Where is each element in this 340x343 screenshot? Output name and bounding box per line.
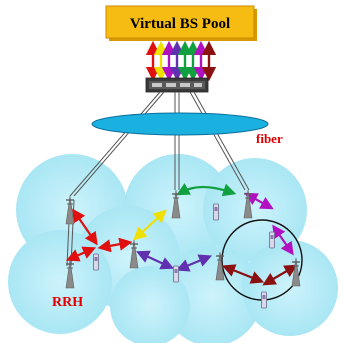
coverage-cell [8, 230, 112, 334]
phone-icon [173, 265, 179, 283]
phone-icon [269, 231, 275, 249]
phone-icon [213, 203, 219, 221]
fiber-label: fiber [256, 131, 283, 146]
phone-icon [93, 253, 99, 271]
server-unit [145, 77, 209, 93]
pool-label: Virtual BS Pool [130, 16, 230, 32]
pool-box [105, 5, 255, 39]
coverage-cell [110, 266, 190, 343]
fiber-ring [91, 112, 269, 136]
rrh-label: RRH [52, 295, 83, 310]
virtual-bs-pool: Virtual BS Pool [105, 5, 257, 41]
wireless-links [65, 183, 298, 286]
pool-arrows [145, 40, 217, 82]
phone-icon [261, 291, 267, 309]
